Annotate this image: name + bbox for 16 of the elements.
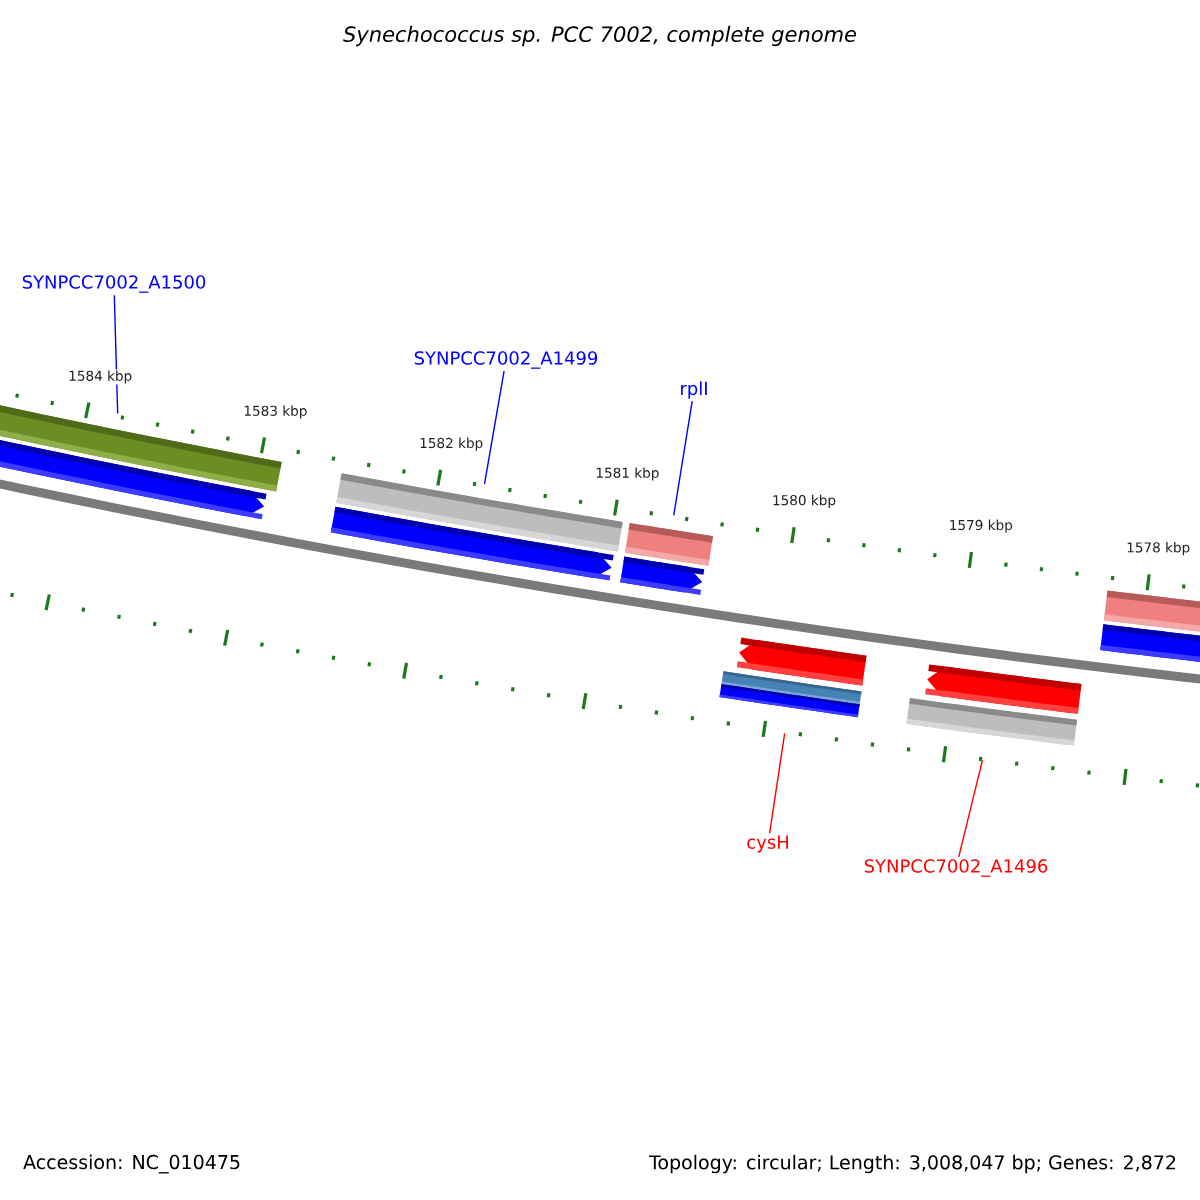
gene-label: cysH bbox=[747, 835, 788, 853]
gene-bar bbox=[625, 523, 714, 566]
gene-label: SYNPCC7002_A1496 bbox=[864, 859, 1048, 877]
gene-label: SYNPCC7002_A1499 bbox=[414, 351, 598, 369]
gene-label: rplI bbox=[681, 381, 707, 399]
leader-line bbox=[673, 400, 693, 517]
title: Synechococcus sp. PCC 7002, complete genome bbox=[343, 25, 857, 47]
gene-label: SYNPCC7002_A1500 bbox=[22, 275, 206, 293]
leader-line bbox=[113, 294, 119, 415]
gene-bar bbox=[906, 698, 1078, 746]
gene-bar bbox=[719, 671, 862, 718]
leader-line bbox=[958, 759, 984, 858]
footer-text: Topology: circular; Length: 3,008,047 bp; Genes: 2,872 bbox=[648, 1154, 1176, 1174]
leader-line bbox=[768, 732, 786, 834]
leader-line bbox=[483, 370, 505, 485]
footer-text: Accession: NC_010475 bbox=[23, 1154, 240, 1174]
